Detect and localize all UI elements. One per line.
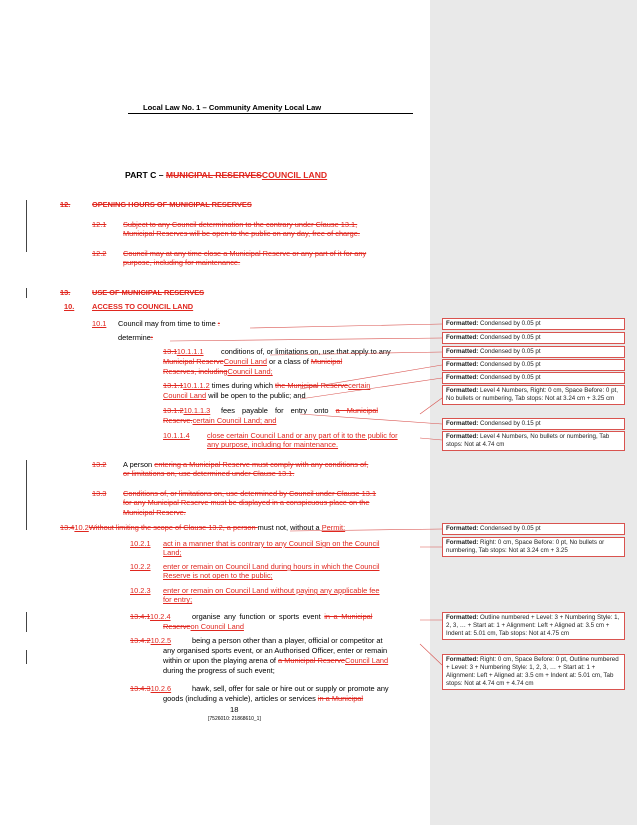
change-bar (26, 200, 27, 252)
item-10-2-4-number: 13.4.110.2.4 (130, 612, 171, 621)
format-comment[interactable]: Formatted: Condensed by 0.05 pt (442, 346, 625, 358)
running-header: Local Law No. 1 – Community Amenity Loca… (143, 103, 322, 112)
item-10-2-3-number: 10.2.3 (130, 586, 151, 595)
format-comment[interactable]: Formatted: Right: 0 cm, Space Before: 0 … (442, 654, 625, 690)
change-bar (26, 460, 27, 530)
item-10-1-1-4-text: close certain Council Land or any part o… (207, 431, 398, 450)
item-10-2-6-number: 13.4.310.2.6 (130, 684, 172, 693)
part-title: PART C – MUNICIPAL RESERVESCOUNCIL LAND (125, 170, 328, 180)
format-comment[interactable]: Formatted: Condensed by 0.05 pt (442, 359, 625, 371)
item-10-2-2-number: 10.2.2 (130, 562, 151, 571)
item-10-2-1-text: act in a manner that is contrary to any … (163, 539, 380, 558)
format-comment[interactable]: Formatted: Condensed by 0.05 pt (442, 523, 625, 535)
item-10-1-1-2-line2: Council Land will be open to the public;… (163, 391, 306, 400)
clause-12-1-text: Subject to any Council determination to … (123, 220, 360, 239)
page-number: 18 (230, 705, 239, 714)
format-comment[interactable]: Formatted: Condensed by 0.05 pt (442, 318, 625, 330)
item-10-2-5-line3: within or upon the playing arena of a Mu… (163, 656, 389, 665)
item-10-1-1-3-line2: Reserve.certain Council Land; and (163, 416, 277, 425)
item-10-2-1-number: 10.2.1 (130, 539, 151, 548)
item-10-1-1-3-line1: fees payable for entry onto a Municipal (221, 406, 378, 415)
item-10-2-5-line1: being a person other than a player, offi… (192, 636, 383, 645)
change-bar (26, 650, 27, 664)
section-10-number: 10. (64, 302, 75, 311)
format-comment[interactable]: Formatted: Condensed by 0.05 pt (442, 372, 625, 384)
item-10-2-6-line1: hawk, sell, offer for sale or hire out o… (192, 684, 389, 693)
item-10-2-5-line4: during the progress of such event; (163, 666, 275, 675)
clause-10-1-text: Council may from time to time : (118, 319, 220, 328)
document-page (0, 0, 430, 825)
item-10-2-5-number: 13.4.210.2.5 (130, 636, 172, 645)
change-bar (26, 612, 27, 632)
section-10-title: ACCESS TO COUNCIL LAND (92, 302, 194, 311)
item-10-2-3-text: enter or remain on Council Land without … (163, 586, 380, 605)
format-comment[interactable]: Formatted: Outline numbered + Level: 3 +… (442, 612, 625, 640)
item-10-2-2-text: enter or remain on Council Land during h… (163, 562, 380, 581)
format-comment[interactable]: Formatted: Level 4 Numbers, Right: 0 cm,… (442, 385, 625, 405)
clause-10-2: 13.410.2Without limiting the scope of Cl… (60, 523, 346, 532)
item-10-1-1-1-line1: conditions of, or limitations on, use th… (221, 347, 391, 356)
format-comment[interactable]: Formatted: Condensed by 0.15 pt (442, 418, 625, 430)
item-10-1-1-3-number: 13.1.210.1.1.3 (163, 406, 211, 415)
item-10-2-4-line1: organise any function or sports event in… (192, 612, 373, 621)
item-10-1-1-2-line1: 13.1.110.1.1.2 times during which the Mu… (163, 381, 371, 390)
header-rule (128, 113, 413, 114)
clause-13-3-text: Conditions of, or limitations on, use de… (123, 489, 377, 517)
change-bar (26, 288, 27, 298)
clause-13-3-number: 13.3 (92, 489, 107, 498)
item-10-1-1-4-number: 10.1.1.4 (163, 431, 190, 440)
clause-10-1-number: 10.1 (92, 319, 107, 328)
section-12-number: 12. (60, 200, 71, 209)
document-reference: [7526010: 21868610_1] (208, 716, 261, 722)
item-10-1-1-1-line3: Reserves, includingCouncil Land; (163, 367, 273, 376)
clause-12-1-number: 12.1 (92, 220, 107, 229)
section-13-number: 13. (60, 288, 71, 297)
item-10-2-5-line2: any organised sports event, or an Author… (163, 646, 388, 655)
item-10-1-1-1-number: 13.110.1.1.1 (163, 347, 204, 356)
format-comment[interactable]: Formatted: Level 4 Numbers, No bullets o… (442, 431, 625, 451)
item-10-2-6-line2: goods (including a vehicle), articles or… (163, 694, 364, 703)
section-12-title: OPENING HOURS OF MUNICIPAL RESERVES (92, 200, 252, 209)
item-10-1-1-1-line2: Municipal ReserveCouncil Land or a class… (163, 357, 343, 366)
determine-text: determine: (118, 333, 153, 342)
clause-12-2-text: Council may at any time close a Municipa… (123, 249, 367, 268)
clause-12-2-number: 12.2 (92, 249, 107, 258)
section-13-title: USE OF MUNICIPAL RESERVES (92, 288, 205, 297)
clause-13-2-text: A person entering a Municipal Reserve mu… (123, 460, 369, 479)
format-comment[interactable]: Formatted: Right: 0 cm, Space Before: 0 … (442, 537, 625, 557)
clause-13-2-number: 13.2 (92, 460, 107, 469)
format-comment[interactable]: Formatted: Condensed by 0.05 pt (442, 332, 625, 344)
item-10-2-4-line2: Reserveon Council Land (163, 622, 244, 631)
comment-margin-pane (430, 0, 637, 825)
